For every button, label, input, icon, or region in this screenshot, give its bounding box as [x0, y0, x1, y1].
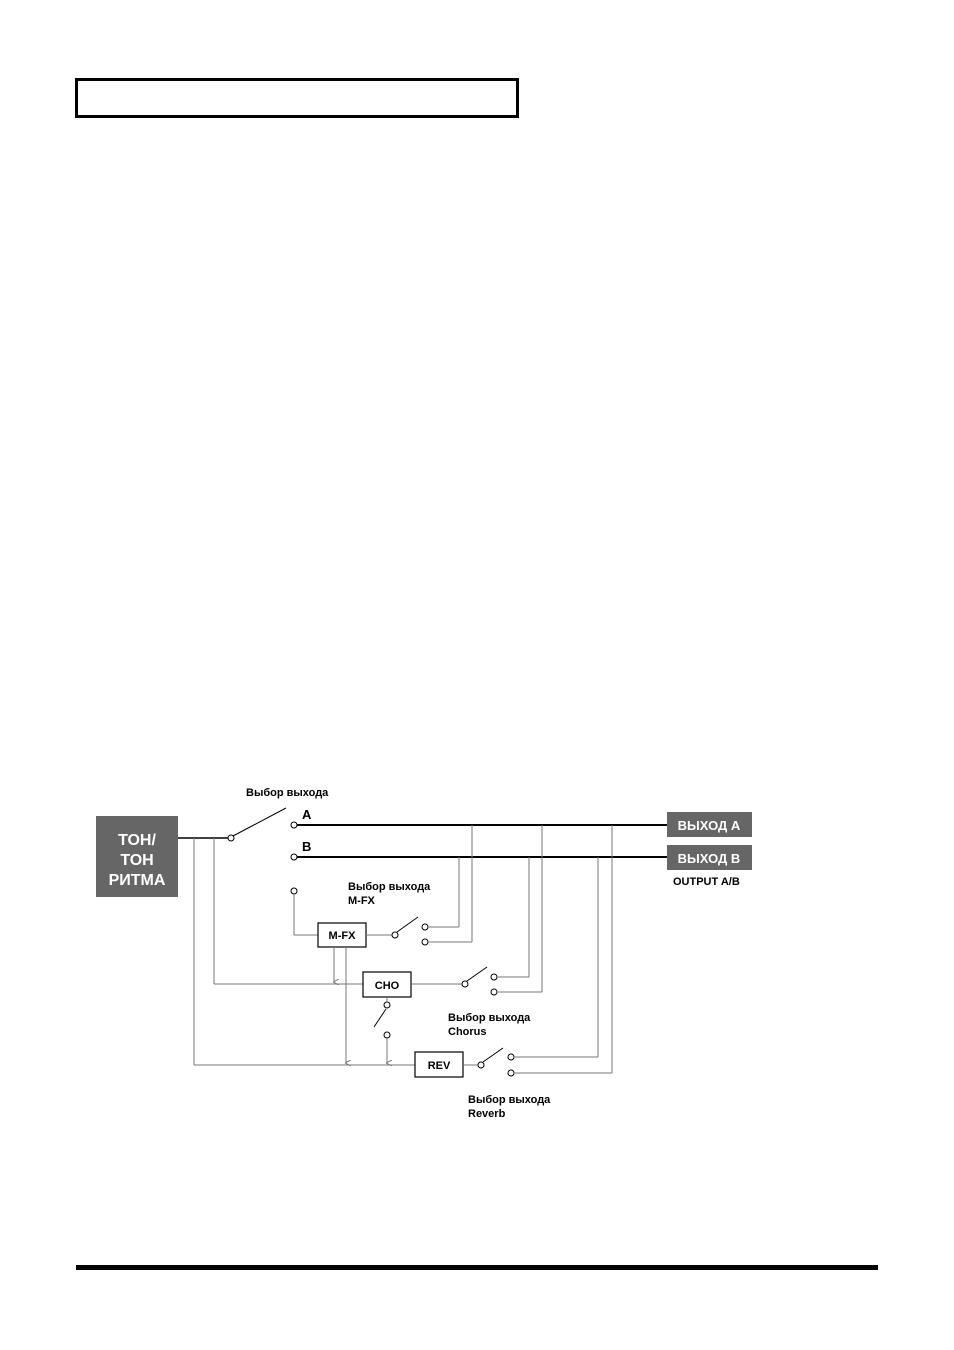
mfx-block — [317, 922, 367, 948]
source-block — [96, 816, 178, 897]
cho-to-rev-switch-lever — [373, 1008, 387, 1028]
rev-switch-contact-2 — [507, 1069, 515, 1077]
mfx-output-select-line-1: Выбор выхода — [348, 881, 431, 893]
main-switch-contact-mfx — [290, 887, 298, 895]
source-label-line-3: РИТМА — [109, 872, 166, 889]
mfx-switch-contact-2 — [421, 938, 429, 946]
cho-switch-contact-1 — [490, 973, 498, 981]
output-a-label: ВЫХОД A — [678, 818, 741, 833]
cho-switch-lever — [466, 966, 488, 982]
mfx-label: M-FX — [329, 930, 357, 942]
output-b-block — [667, 845, 752, 870]
bus-a-label: A — [302, 807, 312, 822]
source-label-line-2: ТОН — [120, 852, 153, 869]
main-switch-pivot — [227, 834, 235, 842]
cho-switch-pivot — [461, 980, 469, 988]
rev-switch-lever — [482, 1047, 504, 1063]
mfx-output-select-line-2: M-FX — [348, 895, 376, 907]
footer-rule — [76, 1265, 878, 1270]
main-switch-contact-a — [290, 821, 298, 829]
rev-switch-pivot — [477, 1061, 485, 1069]
output-a-block — [667, 812, 752, 837]
output-b-label: ВЫХОД B — [678, 851, 741, 866]
rev-label: REV — [428, 1060, 451, 1072]
main-switch-lever — [232, 807, 287, 837]
mfx-switch-lever — [396, 916, 419, 933]
cho-switch-contact-2 — [490, 988, 498, 996]
cho-to-rev-switch-contact-top — [383, 1001, 391, 1009]
source-label-line-1: ТОН/ — [118, 832, 156, 849]
reverb-output-select-line-1: Выбор выхода — [468, 1094, 551, 1106]
output-select-label: Выбор выхода — [246, 787, 329, 799]
output-ab-label: OUTPUT A/B — [673, 876, 740, 888]
chorus-output-select-line-1: Выбор выхода — [448, 1012, 531, 1024]
cho-to-rev-switch-contact-bottom — [383, 1031, 391, 1039]
rev-block — [414, 1051, 464, 1078]
mfx-switch-pivot — [391, 931, 399, 939]
chorus-output-select-line-2: Chorus — [448, 1026, 487, 1038]
rev-switch-contact-1 — [507, 1053, 515, 1061]
bus-b-label: B — [302, 839, 311, 854]
main-switch-contact-b — [290, 853, 298, 861]
page-header-box — [75, 78, 519, 118]
mfx-switch-contact-1 — [421, 923, 429, 931]
reverb-output-select-line-2: Reverb — [468, 1108, 506, 1120]
cho-label: CHO — [375, 980, 400, 992]
